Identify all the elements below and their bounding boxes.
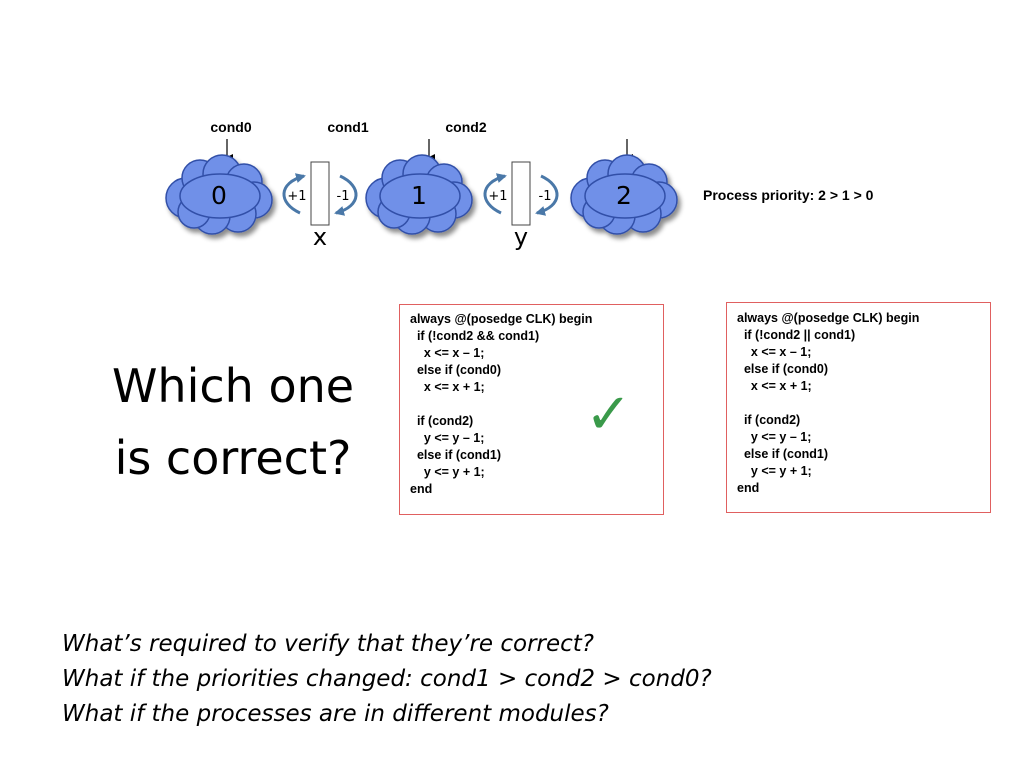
arrow-inc-y bbox=[483, 173, 507, 215]
code-right-line-1: always @(posedge CLK) begin bbox=[737, 311, 920, 325]
cond2-label: cond2 bbox=[445, 119, 486, 135]
note-line-1: What’s required to verify that they’re c… bbox=[62, 631, 595, 657]
code-right-line-3: x <= x – 1; bbox=[737, 345, 812, 359]
code-left-line-9: else if (cond1) bbox=[410, 448, 501, 462]
dec-y-label: -1 bbox=[539, 189, 552, 204]
code-left-line-10: y <= y + 1; bbox=[410, 465, 485, 479]
arrow-dec-x bbox=[334, 174, 358, 216]
node-1-label: 1 bbox=[411, 181, 427, 210]
process-priority-text: Process priority: 2 > 1 > 0 bbox=[703, 187, 874, 203]
code-right-line-8: y <= y – 1; bbox=[737, 430, 812, 444]
inc-x-label: +1 bbox=[287, 189, 306, 204]
code-box-left: always @(posedge CLK) begin if (!cond2 &… bbox=[399, 304, 664, 515]
code-left-line-11: end bbox=[410, 482, 433, 496]
code-right-line-5: x <= x + 1; bbox=[737, 379, 812, 393]
code-left-line-2: if (!cond2 && cond1) bbox=[410, 329, 540, 343]
code-right-line-4: else if (cond0) bbox=[737, 362, 828, 376]
register-y-box bbox=[511, 161, 531, 226]
process-diagram: cond0 cond1 cond2 0 1 2 +1 -1 x +1 -1 y … bbox=[165, 119, 874, 251]
cond1-label: cond1 bbox=[327, 119, 368, 135]
register-x-box bbox=[310, 161, 330, 226]
code-left-line-1: always @(posedge CLK) begin bbox=[410, 312, 593, 326]
inc-y-label: +1 bbox=[488, 189, 507, 204]
code-left-line-7: if (cond2) bbox=[410, 414, 474, 428]
code-right-line-7: if (cond2) bbox=[737, 413, 801, 427]
register-x-label: x bbox=[313, 223, 327, 251]
node-2-label: 2 bbox=[616, 181, 632, 210]
node-0-label: 0 bbox=[211, 181, 227, 210]
code-right-line-11: end bbox=[737, 481, 760, 495]
dec-x-label: -1 bbox=[337, 189, 350, 204]
question-line-1: Which one bbox=[111, 359, 355, 413]
code-box-right: always @(posedge CLK) begin if (!cond2 |… bbox=[726, 302, 991, 513]
code-left-line-3: x <= x – 1; bbox=[410, 346, 485, 360]
arrow-inc-x bbox=[282, 173, 306, 215]
code-right-line-2: if (!cond2 || cond1) bbox=[737, 328, 856, 342]
note-line-3: What if the processes are in different m… bbox=[62, 701, 609, 727]
cond0-label: cond0 bbox=[210, 119, 251, 135]
code-right-line-10: y <= y + 1; bbox=[737, 464, 812, 478]
code-left-line-8: y <= y – 1; bbox=[410, 431, 485, 445]
code-right-line-9: else if (cond1) bbox=[737, 447, 828, 461]
note-line-2: What if the priorities changed: cond1 > … bbox=[62, 666, 712, 692]
code-left-line-4: else if (cond0) bbox=[410, 363, 501, 377]
question-line-2: is correct? bbox=[114, 431, 352, 485]
checkmark-icon: ✓ bbox=[585, 382, 632, 447]
code-left-line-5: x <= x + 1; bbox=[410, 380, 485, 394]
arrow-dec-y bbox=[535, 174, 559, 216]
register-y-label: y bbox=[514, 223, 528, 251]
question-heading: Which one is correct? bbox=[88, 350, 378, 494]
discussion-questions: What’s required to verify that they’re c… bbox=[62, 627, 712, 732]
